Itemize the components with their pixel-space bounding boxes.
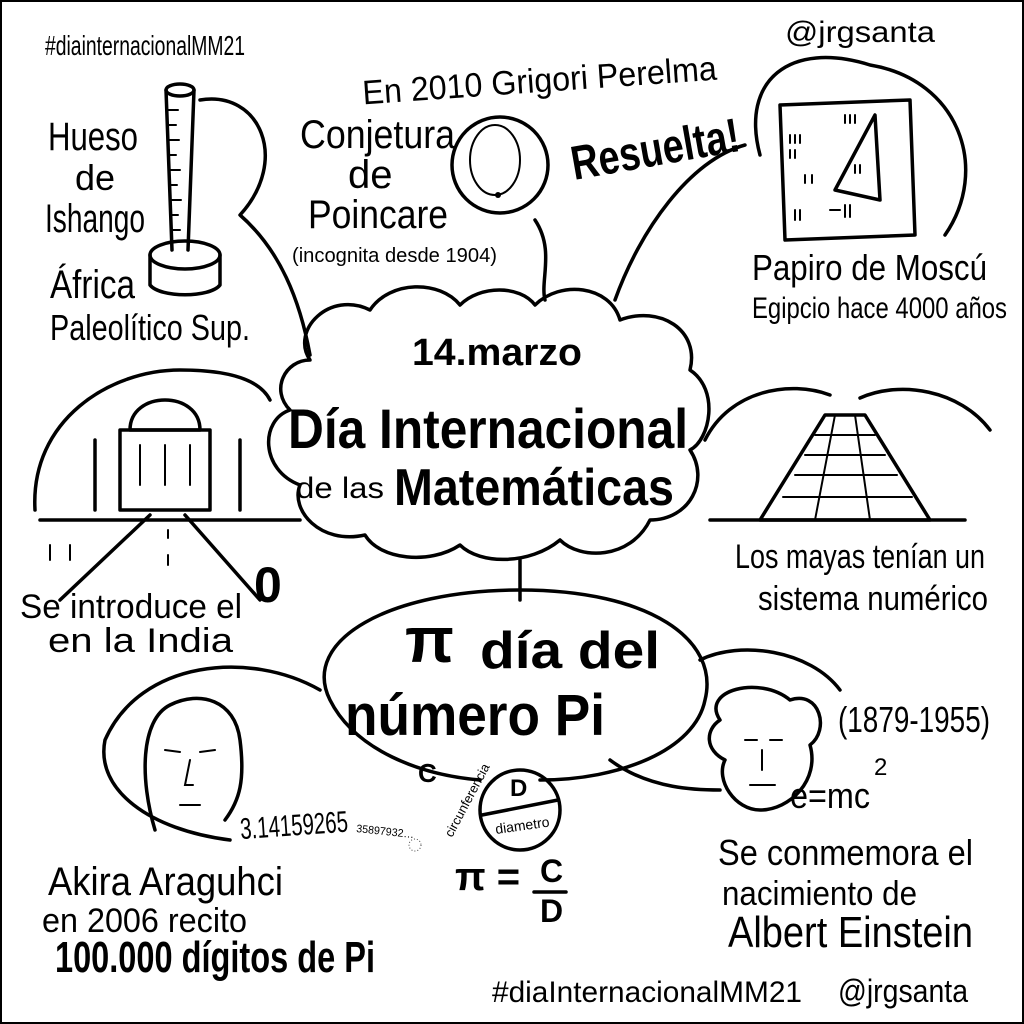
pi-d-label: D — [510, 775, 527, 802]
poincare-resolved: Resuelta! — [567, 109, 744, 191]
pi-day-line1: día del — [480, 622, 660, 680]
poincare-headline: En 2010 Grigori Perelma — [361, 50, 718, 113]
ishango-line2: de — [75, 157, 115, 198]
center-date: 14.marzo — [412, 332, 582, 374]
ishango-line1: Hueso — [48, 115, 138, 159]
papiro-connector — [613, 143, 747, 302]
hashtag-top: #diainternacionalMM21 — [45, 30, 245, 61]
akira-digits-tail: 35897932… — [356, 823, 415, 841]
akira-face-drawing — [143, 696, 244, 832]
mayas-line2: sistema numérico — [758, 580, 988, 618]
einstein-line2: nacimiento de — [722, 875, 917, 913]
handle-top: @jrgsanta — [785, 16, 935, 49]
handle-bottom: @jrgsanta — [838, 973, 968, 1009]
akira-line2: en 2006 recito — [42, 902, 247, 940]
center-cloud — [267, 285, 711, 562]
poincare-sphere-drawing — [450, 115, 550, 215]
pi-formula-num: C — [540, 853, 563, 889]
einstein-connector — [608, 758, 722, 792]
akira-bubble — [102, 665, 322, 842]
mayas-bubble — [703, 386, 992, 442]
papiro-drawing — [778, 98, 917, 242]
pi-formula-lhs: π = — [455, 855, 520, 899]
taj-mahal-drawing — [49, 398, 262, 602]
center-title-line2: Matemáticas — [394, 459, 674, 517]
einstein-face-drawing — [707, 685, 822, 812]
pi-c-label: C — [418, 758, 437, 788]
akira-line1: Akira Araguhci — [48, 860, 283, 904]
einstein-exponent: 2 — [874, 754, 887, 781]
ishango-bone-drawing — [148, 82, 222, 297]
pi-bubble — [322, 588, 709, 782]
mayan-pyramid-drawing — [708, 413, 967, 522]
poincare-connector — [533, 218, 548, 302]
einstein-bubble — [698, 648, 842, 692]
center-title-line1: Día Internacional — [288, 397, 688, 460]
papiro-line2: Egipcio hace 4000 años — [752, 292, 1007, 325]
poincare-line3: Poincare — [308, 193, 448, 237]
circle-diameter-drawing — [478, 768, 562, 852]
poincare-line1: Conjetura — [300, 113, 456, 157]
ishango-line4: África — [50, 262, 136, 307]
center-title-prefix: de las — [296, 472, 384, 505]
hashtag-bottom: #diaInternacionalMM21 — [492, 976, 802, 1009]
pi-diameter-label: diametro — [494, 814, 550, 837]
pi-day-line2: número Pi — [345, 683, 605, 748]
einstein-line3: Albert Einstein — [728, 908, 973, 957]
papiro-bubble — [753, 55, 968, 237]
akira-line3: 100.000 dígitos de Pi — [55, 933, 375, 982]
india-line2: en la India — [48, 622, 233, 660]
india-bubble — [33, 368, 272, 512]
papiro-line1: Papiro de Moscú — [752, 247, 987, 288]
pi-formula-den: D — [540, 893, 563, 929]
poincare-line2: de — [348, 153, 393, 197]
india-zero: 0 — [254, 557, 282, 613]
ishango-bubble-line — [198, 97, 312, 357]
einstein-years: (1879-1955) — [838, 699, 990, 740]
akira-digits: 3.14159265 — [239, 806, 349, 846]
einstein-line1: Se conmemora el — [718, 832, 973, 873]
mayas-line1: Los mayas tenían un — [735, 538, 985, 576]
poincare-note: (incognita desde 1904) — [292, 245, 497, 267]
pi-symbol: π — [405, 604, 454, 676]
ishango-line5: Paleolítico Sup. — [50, 307, 250, 348]
einstein-formula: e=mc — [790, 775, 870, 816]
ishango-line3: Ishango — [45, 197, 145, 241]
india-line1: Se introduce el — [20, 588, 242, 626]
digit-fade-icon — [408, 838, 422, 852]
